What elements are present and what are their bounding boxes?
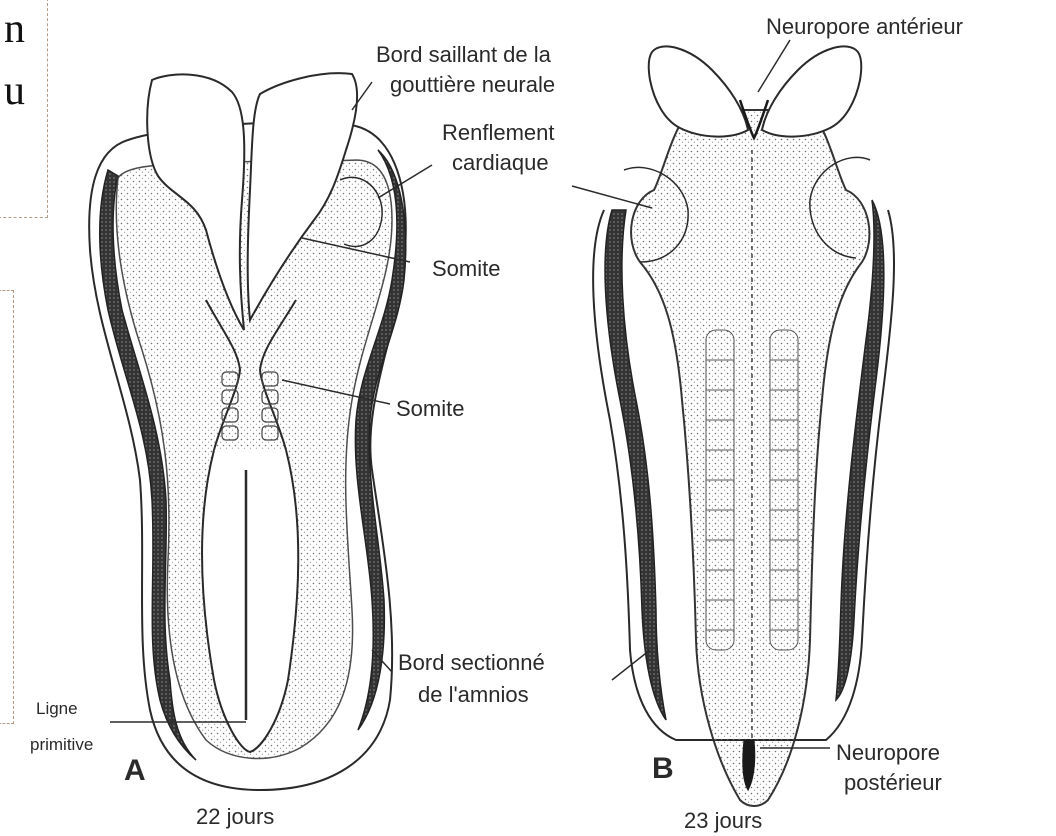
head-lobe-left-b bbox=[649, 46, 748, 136]
embryo-a bbox=[89, 73, 406, 790]
embryo-body-b bbox=[631, 110, 869, 806]
label-ligne-primitive-line1: Ligne bbox=[36, 698, 78, 719]
label-neuropore-posterieur-line2: postérieur bbox=[844, 770, 942, 795]
label-somite-1: Somite bbox=[432, 256, 500, 281]
panel-letter-b: B bbox=[652, 756, 674, 781]
label-neuropore-anterieur: Neuropore antérieur bbox=[766, 14, 963, 39]
label-ligne-primitive-line2: primitive bbox=[30, 734, 93, 755]
label-renflement-line1: Renflement bbox=[442, 120, 555, 145]
label-bord-sectionne-line2: de l'amnios bbox=[418, 682, 529, 707]
panel-letter-a: A bbox=[124, 758, 146, 783]
label-neuropore-posterieur-line1: Neuropore bbox=[836, 740, 940, 765]
label-bord-saillant-line2: gouttière neurale bbox=[390, 72, 555, 97]
panel-caption-a: 22 jours bbox=[196, 804, 274, 829]
label-bord-saillant-line1: Bord saillant de la bbox=[376, 42, 551, 67]
label-bord-sectionne-line1: Bord sectionné bbox=[398, 650, 545, 675]
label-renflement-line2: cardiaque bbox=[452, 150, 549, 175]
leader-renflement-b bbox=[572, 186, 652, 208]
embryo-b bbox=[593, 46, 894, 806]
label-somite-2: Somite bbox=[396, 396, 464, 421]
panel-caption-b: 23 jours bbox=[684, 808, 762, 833]
